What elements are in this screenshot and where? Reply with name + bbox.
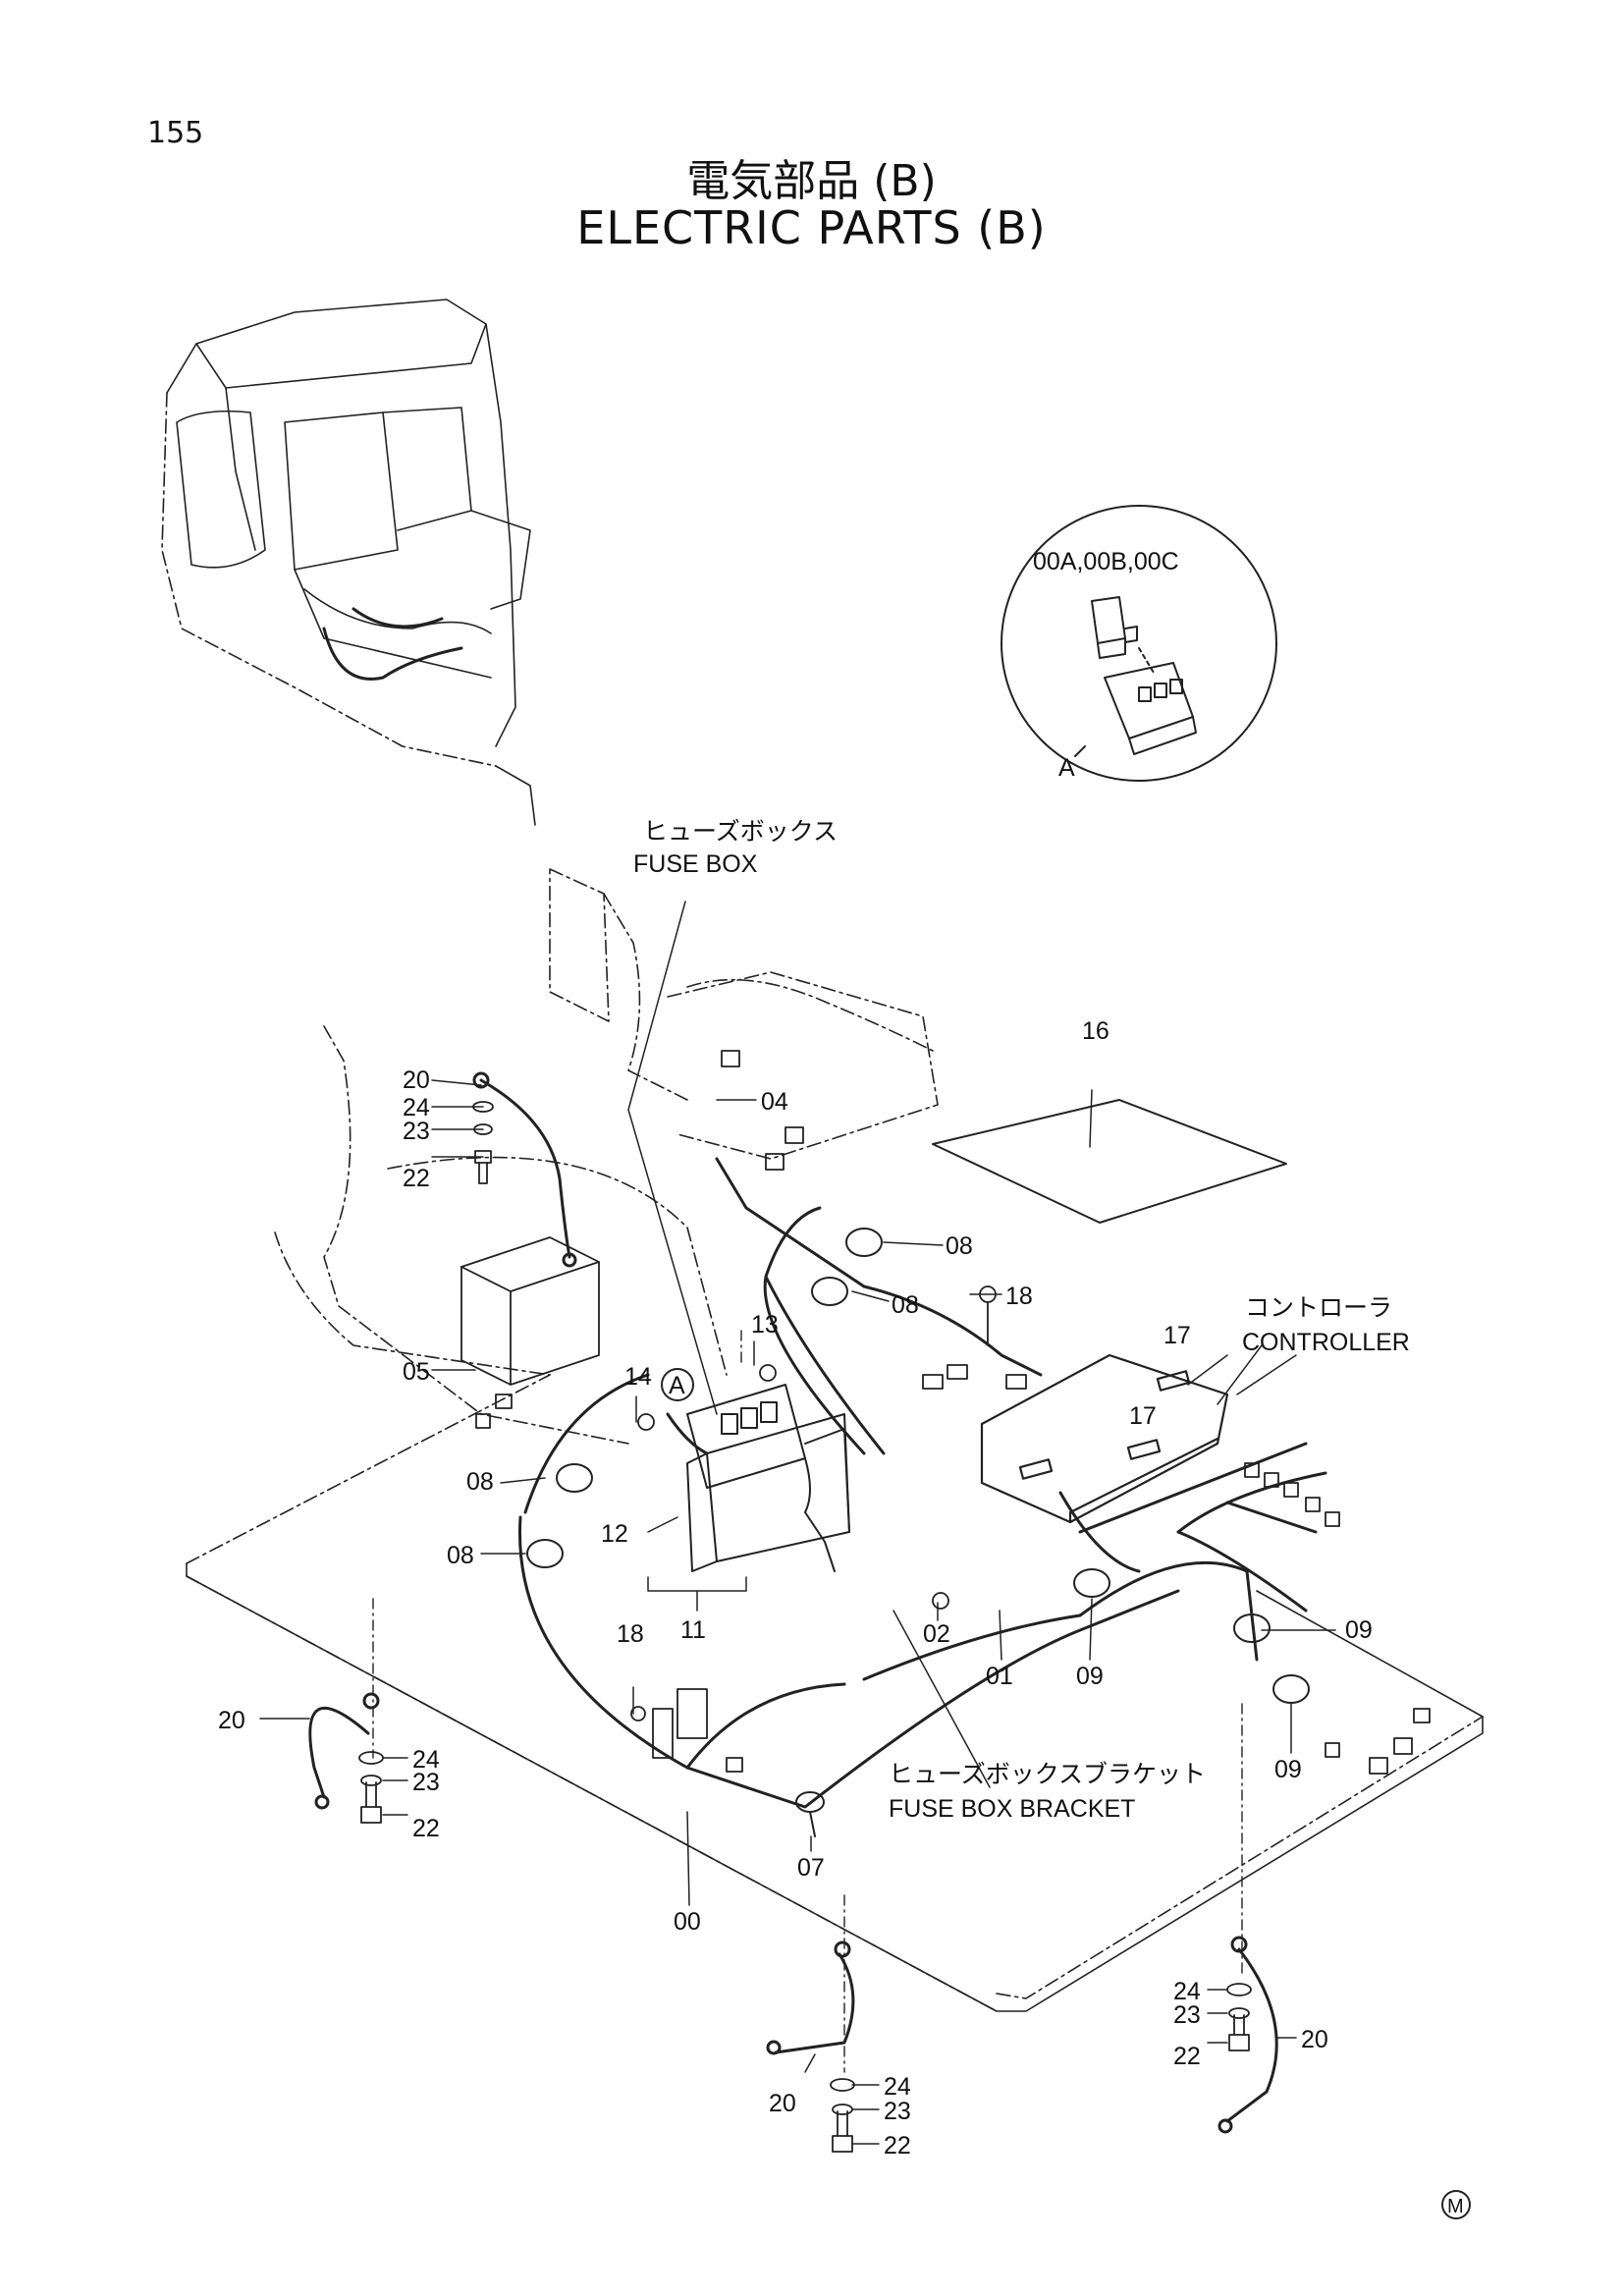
fuse-box-bracket bbox=[686, 1413, 850, 1572]
battery-box bbox=[460, 1236, 600, 1386]
callout-23: 23 bbox=[884, 2098, 911, 2125]
callout-18: 18 bbox=[1005, 1283, 1033, 1310]
callout-07: 07 bbox=[797, 1854, 825, 1882]
mark-m-symbol bbox=[1441, 2190, 1471, 2219]
tank-outline bbox=[274, 868, 939, 1445]
callout-24: 24 bbox=[1173, 1978, 1201, 2005]
fastener-stacks bbox=[358, 1101, 1252, 2153]
callout-22: 22 bbox=[412, 1815, 440, 1842]
callout-18: 18 bbox=[617, 1620, 644, 1648]
callout-22: 22 bbox=[403, 1165, 430, 1192]
callout-16: 16 bbox=[1082, 1017, 1109, 1045]
callout-12: 12 bbox=[601, 1520, 628, 1548]
callout-17: 17 bbox=[1163, 1322, 1191, 1349]
mark-m-letter: M bbox=[1447, 2196, 1464, 2217]
machine-cab-overview bbox=[161, 299, 536, 826]
callout-24: 24 bbox=[884, 2073, 911, 2101]
controller-label-en: CONTROLLER bbox=[1242, 1329, 1410, 1356]
callout-08: 08 bbox=[466, 1468, 494, 1496]
callout-04: 04 bbox=[761, 1088, 788, 1116]
controller bbox=[980, 1353, 1229, 1524]
detail-a-circle bbox=[1001, 505, 1277, 782]
dashed-axis-lines bbox=[372, 1330, 1243, 2073]
callout-20: 20 bbox=[218, 1707, 245, 1734]
callout-13: 13 bbox=[751, 1311, 779, 1339]
callout-24: 24 bbox=[403, 1094, 430, 1121]
harness-clamps bbox=[526, 1228, 1310, 1837]
page-title-japanese: 電気部品 (B) bbox=[686, 156, 937, 206]
detail-reference-marker-letter: A bbox=[669, 1372, 685, 1399]
callout-22: 22 bbox=[884, 2132, 911, 2159]
callout-09: 09 bbox=[1345, 1616, 1373, 1644]
leader-lines bbox=[259, 901, 1336, 2145]
callout-08: 08 bbox=[946, 1232, 973, 1260]
callout-17: 17 bbox=[1129, 1402, 1157, 1430]
callout-01: 01 bbox=[986, 1663, 1013, 1690]
callout-20: 20 bbox=[403, 1066, 430, 1094]
fuse-box-bracket-label-en: FUSE BOX BRACKET bbox=[889, 1795, 1135, 1823]
fuse-box-label-jp: ヒューズボックス bbox=[643, 818, 838, 846]
page-number: 155 bbox=[147, 116, 204, 150]
page-title-english: ELECTRIC PARTS (B) bbox=[576, 201, 1047, 254]
detail-reference-marker bbox=[661, 1368, 694, 1401]
callout-23: 23 bbox=[1173, 2001, 1201, 2029]
callout-20: 20 bbox=[769, 2090, 796, 2117]
callout-20: 20 bbox=[1301, 2026, 1328, 2053]
callout-14: 14 bbox=[624, 1363, 652, 1391]
callout-23: 23 bbox=[412, 1769, 440, 1796]
controller-label-jp: コントローラ bbox=[1245, 1294, 1392, 1322]
callout-09: 09 bbox=[1076, 1663, 1104, 1690]
callout-23: 23 bbox=[403, 1118, 430, 1145]
fuse-box bbox=[686, 1384, 836, 1572]
connectors bbox=[475, 1050, 1431, 1775]
floor-plate bbox=[186, 1374, 1484, 2012]
detail-part-codes: 00A,00B,00C bbox=[1033, 548, 1179, 575]
callout-02: 02 bbox=[923, 1620, 950, 1648]
manual-sheet bbox=[932, 1099, 1287, 1224]
fuse-box-label-en: FUSE BOX bbox=[633, 850, 758, 878]
callout-08: 08 bbox=[447, 1542, 474, 1569]
callout-24: 24 bbox=[412, 1746, 440, 1774]
callout-00: 00 bbox=[674, 1908, 701, 1936]
callout-22: 22 bbox=[1173, 2043, 1201, 2070]
callout-05: 05 bbox=[403, 1358, 430, 1386]
fuse-box-bracket-label-jp: ヒューズボックスブラケット bbox=[889, 1761, 1206, 1788]
callout-11: 11 bbox=[680, 1616, 706, 1644]
main-harness bbox=[517, 1157, 1327, 1809]
detail-reference-letter: A bbox=[1058, 754, 1075, 782]
callout-08: 08 bbox=[892, 1291, 919, 1319]
ground-cables bbox=[308, 1071, 1278, 2134]
callout-09: 09 bbox=[1274, 1756, 1302, 1783]
